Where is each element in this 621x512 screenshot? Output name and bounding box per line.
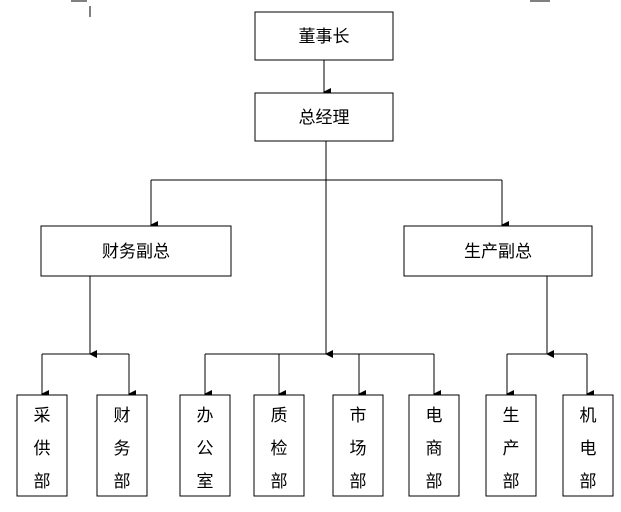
dept-marketing-char-2: 场 bbox=[350, 439, 367, 459]
chairman-label: 董事长 bbox=[299, 27, 350, 47]
dept-purchasing-box: 采 供 部 bbox=[16, 394, 68, 497]
dept-purchasing-char-1: 采 bbox=[34, 406, 51, 426]
production-vp-box: 生产副总 bbox=[403, 225, 593, 277]
dept-mechanical-box: 机 电 部 bbox=[562, 394, 614, 497]
dept-purchasing-char-2: 供 bbox=[34, 439, 51, 459]
dept-mechanical-char-2: 电 bbox=[580, 439, 597, 459]
dept-quality-char-1: 质 bbox=[271, 406, 288, 426]
page-corner-marks bbox=[71, 0, 550, 17]
dept-quality-box: 质 检 部 bbox=[253, 394, 305, 497]
dept-quality-char-3: 部 bbox=[271, 472, 288, 492]
connectors bbox=[41, 60, 594, 398]
general-manager-label: 总经理 bbox=[299, 108, 350, 128]
dept-purchasing-char-3: 部 bbox=[34, 472, 51, 492]
dept-ecommerce-box: 电 商 部 bbox=[408, 394, 460, 497]
dept-production-char-1: 生 bbox=[503, 406, 520, 426]
dept-finance-char-2: 务 bbox=[114, 439, 131, 459]
dept-finance-char-3: 部 bbox=[114, 472, 131, 492]
dept-mechanical-char-3: 部 bbox=[580, 472, 597, 492]
finance-vp-label: 财务副总 bbox=[102, 242, 170, 262]
dept-ecommerce-char-2: 商 bbox=[426, 439, 443, 459]
dept-ecommerce-char-3: 部 bbox=[426, 472, 443, 492]
dept-marketing-box: 市 场 部 bbox=[332, 394, 384, 497]
finance-vp-box: 财务副总 bbox=[40, 225, 232, 277]
dept-production-char-3: 部 bbox=[503, 472, 520, 492]
dept-office-box: 办 公 室 bbox=[179, 394, 231, 497]
production-vp-label: 生产副总 bbox=[464, 242, 532, 262]
dept-office-char-3: 室 bbox=[197, 472, 214, 492]
dept-production-box: 生 产 部 bbox=[485, 394, 537, 497]
dept-mechanical-char-1: 机 bbox=[580, 406, 597, 426]
general-manager-box: 总经理 bbox=[254, 92, 394, 142]
dept-marketing-char-3: 部 bbox=[350, 472, 367, 492]
dept-quality-char-2: 检 bbox=[271, 439, 288, 459]
dept-marketing-char-1: 市 bbox=[350, 406, 367, 426]
dept-ecommerce-char-1: 电 bbox=[426, 406, 443, 426]
dept-finance-char-1: 财 bbox=[114, 406, 131, 426]
dept-finance-box: 财 务 部 bbox=[96, 394, 148, 497]
dept-office-char-2: 公 bbox=[197, 439, 214, 459]
chairman-box: 董事长 bbox=[254, 11, 394, 61]
dept-production-char-2: 产 bbox=[503, 439, 520, 459]
dept-office-char-1: 办 bbox=[197, 406, 214, 426]
